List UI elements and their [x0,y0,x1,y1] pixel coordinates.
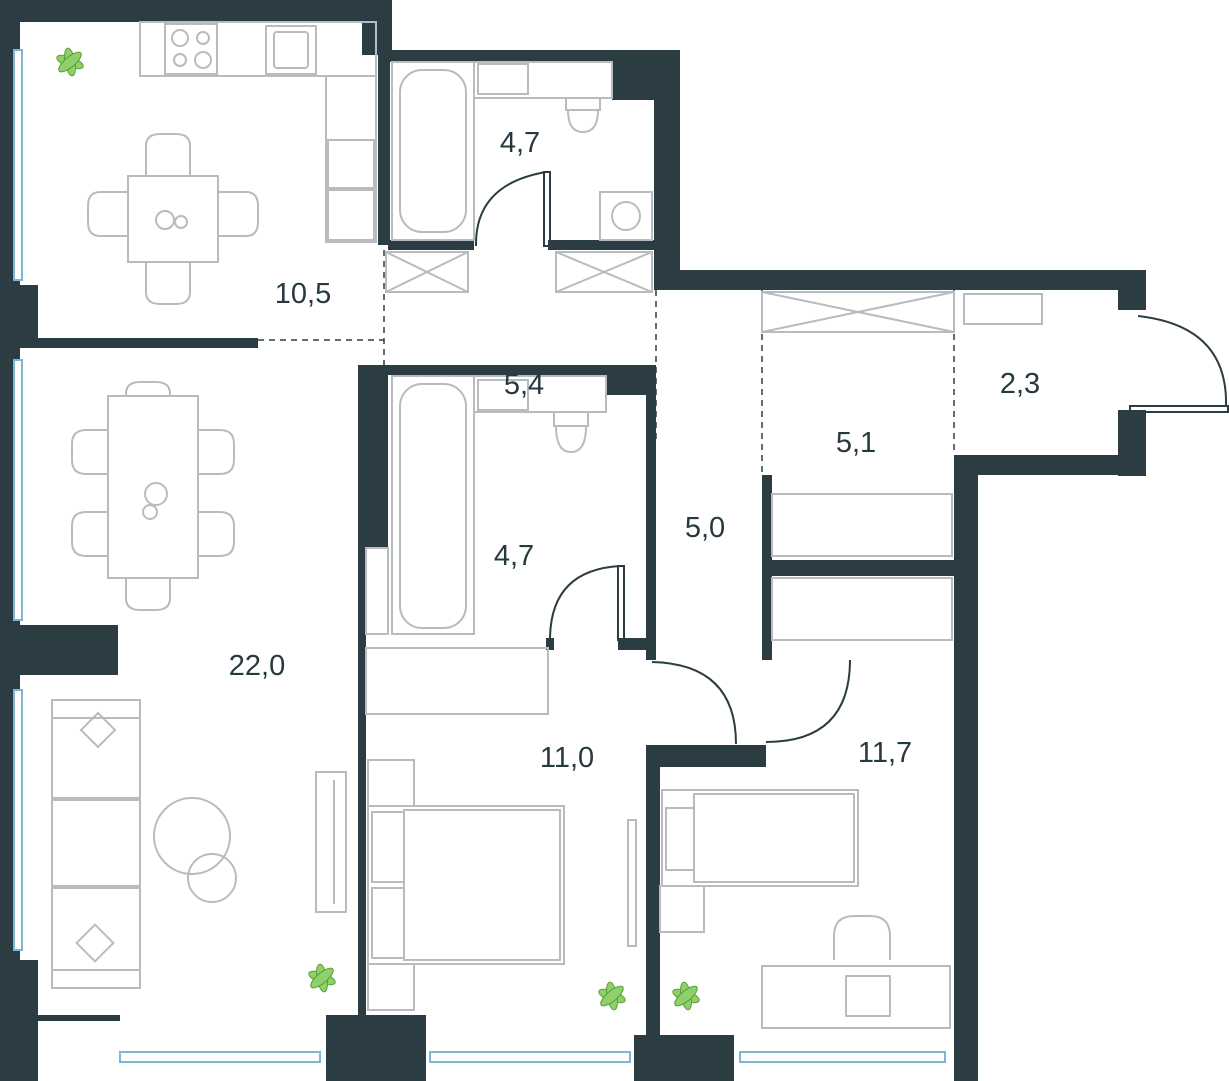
room-area-bedroom-second: 11,7 [858,737,912,769]
toilet-icon [553,411,589,454]
plant-icon [672,981,700,1011]
room-area-wardrobe: 5,1 [836,427,876,459]
chair-icon [833,915,891,960]
plant-icon [308,963,336,993]
bathroom-top-furniture [391,61,653,241]
bathtub-icon [391,61,475,241]
bathroom-bottom-furniture [365,375,607,635]
kitchen-furniture [87,21,377,305]
room-area-kitchen: 10,5 [275,278,331,310]
room-area-bathroom-bottom: 4,7 [494,540,534,572]
living-furniture [51,381,347,989]
sofa-icon [51,699,141,989]
plant-icon [56,47,84,77]
dining-table-icon [71,381,235,611]
bathtub-icon [391,375,475,635]
toilet-icon [565,97,601,134]
desk-icon [761,965,951,1029]
doors [475,171,1229,745]
bedroom-main-furniture [365,647,637,1011]
room-area-hall: 5,4 [504,369,544,401]
dining-table-icon [87,133,259,305]
wardrobe-shelves [771,493,953,641]
room-area-corridor: 5,0 [685,512,725,544]
stove-icon [164,23,218,75]
room-area-living-room: 22,0 [229,650,285,682]
washer-icon [599,191,653,241]
hall-wardrobes [385,251,1043,333]
room-area-balcony: 2,3 [1000,368,1040,400]
bedroom-second-furniture [659,789,951,1029]
area-labels: 10,5 4,7 5,4 5,1 2,3 5,0 4,7 22,0 11,0 1… [229,127,1040,774]
bed-icon [661,789,859,887]
bed-icon [367,805,565,965]
room-area-bedroom-main: 11,0 [540,742,594,774]
room-area-bathroom-top: 4,7 [500,127,540,159]
plant-icon [598,981,626,1011]
sink-icon [265,25,317,75]
windows [13,49,946,1063]
